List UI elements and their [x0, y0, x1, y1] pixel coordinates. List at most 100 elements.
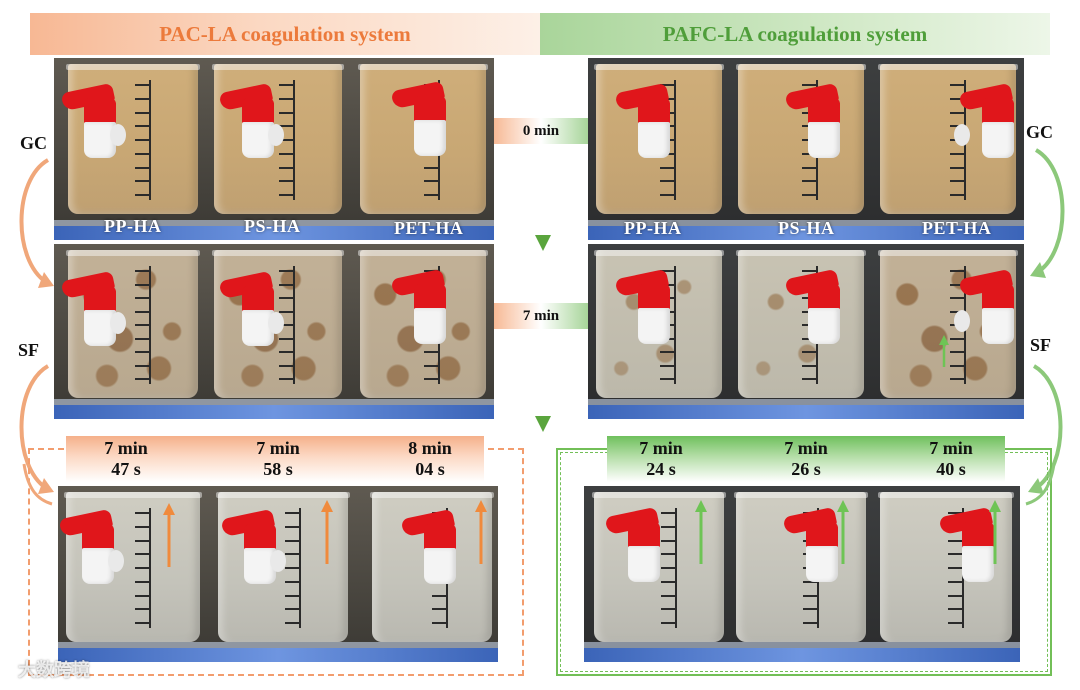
- scale-tick: [285, 580, 299, 583]
- up-arrow-icon: [695, 500, 707, 564]
- scale-tick: [948, 580, 962, 583]
- scale-tick: [424, 364, 438, 367]
- scale-tick: [948, 622, 962, 624]
- scale-tick: [135, 364, 149, 367]
- scale-tick: [948, 553, 962, 556]
- up-arrow-icon: [837, 500, 849, 564]
- curved-arrow-icon: [19, 364, 54, 494]
- photo-pafc-settled: [584, 486, 1020, 662]
- beaker-label: PET-HA: [922, 218, 992, 238]
- scale-tick: [424, 194, 438, 196]
- scale-tick: [279, 283, 293, 286]
- scale-tick: [135, 180, 149, 183]
- scale-tick: [432, 608, 446, 611]
- scale-tick: [948, 539, 962, 542]
- scale-tick: [279, 194, 293, 196]
- scale-tick: [279, 152, 293, 155]
- scale-tick: [135, 594, 149, 597]
- scale-tick: [661, 539, 675, 542]
- down-arrow-icon: [535, 167, 551, 251]
- scale-tick: [950, 297, 964, 299]
- scale-tick: [948, 608, 962, 611]
- scale-tick: [950, 166, 964, 169]
- up-arrow-icon: [163, 503, 175, 567]
- scale-tick: [135, 567, 149, 569]
- up-arrow-icon: [989, 500, 1001, 564]
- beaker-scale: [674, 80, 676, 200]
- scale-tick: [948, 594, 962, 597]
- pac-la-title: PAC-LA coagulation system: [30, 13, 540, 55]
- scale-tick: [279, 139, 293, 141]
- down-arrow-icon: [535, 360, 551, 432]
- scale-tick: [279, 337, 293, 340]
- pafc-la-title: PAFC-LA coagulation system: [540, 13, 1050, 55]
- scale-tick: [285, 622, 299, 624]
- scale-tick: [285, 608, 299, 611]
- scale-tick: [660, 378, 674, 380]
- scale-tick: [802, 194, 816, 196]
- scale-tick: [279, 270, 293, 272]
- scale-tick: [135, 622, 149, 624]
- scale-tick: [135, 166, 149, 169]
- scale-tick: [279, 297, 293, 299]
- beaker-label: PET-HA: [394, 218, 464, 238]
- scale-tick: [432, 622, 446, 624]
- beaker-scale: [674, 266, 676, 384]
- scale-tick: [135, 84, 149, 86]
- sf-label-left: SF: [18, 340, 40, 360]
- scale-tick: [802, 180, 816, 183]
- scale-tick: [279, 324, 293, 326]
- time-tag-0-min: 0 min: [493, 118, 589, 144]
- scale-tick: [802, 166, 816, 169]
- scale-tick: [950, 97, 964, 100]
- scale-tick: [803, 580, 817, 583]
- scale-tick: [135, 97, 149, 100]
- beaker-label: PS-HA: [778, 218, 835, 238]
- scale-tick: [660, 180, 674, 183]
- scale-tick: [802, 364, 816, 367]
- beaker-label: PP-HA: [104, 216, 162, 236]
- scale-tick: [660, 84, 674, 86]
- curved-arrow-icon: [1025, 463, 1056, 506]
- scale-tick: [950, 351, 964, 353]
- scale-tick: [135, 539, 149, 542]
- scale-tick: [950, 84, 964, 86]
- scale-tick: [950, 152, 964, 155]
- beaker-scale: [675, 508, 677, 628]
- scale-tick: [950, 180, 964, 183]
- scale-tick: [950, 270, 964, 272]
- scale-tick: [135, 125, 149, 128]
- scale-tick: [135, 270, 149, 272]
- beaker-scale: [293, 266, 295, 384]
- scale-tick: [279, 351, 293, 353]
- beaker-label: PP-HA: [624, 218, 682, 238]
- scale-tick: [660, 270, 674, 272]
- photo-pafc-0min: PP-HA PS-HA PET-HA: [588, 58, 1024, 240]
- up-arrow-icon: [321, 500, 333, 564]
- sf-label-right: SF: [1030, 335, 1052, 355]
- scale-tick: [135, 194, 149, 196]
- scale-tick: [279, 310, 293, 313]
- scale-tick: [285, 594, 299, 597]
- scale-tick: [950, 111, 964, 114]
- scale-tick: [660, 194, 674, 196]
- beaker-scale: [293, 80, 295, 200]
- gc-label-left: GC: [20, 133, 47, 153]
- scale-tick: [279, 111, 293, 114]
- up-arrow-icon: [939, 335, 949, 367]
- scale-tick: [135, 337, 149, 340]
- scale-tick: [660, 351, 674, 353]
- curved-arrow-icon: [19, 158, 54, 288]
- scale-tick: [803, 622, 817, 624]
- scale-tick: [661, 580, 675, 583]
- scale-tick: [135, 111, 149, 114]
- scale-tick: [424, 166, 438, 169]
- beaker-label: PS-HA: [244, 216, 301, 236]
- scale-tick: [950, 364, 964, 367]
- scale-tick: [285, 567, 299, 569]
- scale-tick: [950, 378, 964, 380]
